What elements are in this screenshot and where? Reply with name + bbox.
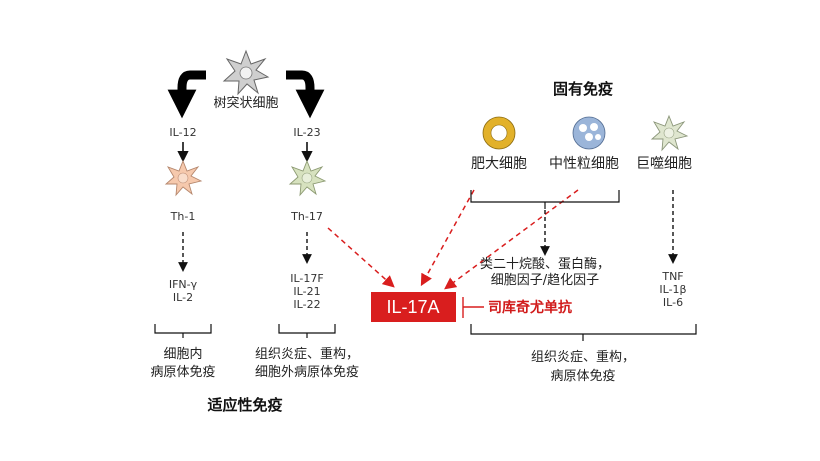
innate-cells-bracket xyxy=(470,190,620,209)
th17-effect-line2: 细胞外病原体免疫 xyxy=(255,364,359,380)
th17-output-il17f: IL-17F xyxy=(290,272,323,285)
innate-effect-line2: 病原体免疫 xyxy=(550,368,615,384)
il17a-label: IL-17A xyxy=(386,297,439,317)
th1-effect-line1: 细胞内 xyxy=(163,346,202,362)
drug-name: 司库奇尤单抗 xyxy=(488,299,572,316)
th1-output-ifn: IFN-γ xyxy=(169,278,198,291)
mast-cell-label: 肥大细胞 xyxy=(471,156,527,172)
neutrophil-icon xyxy=(572,116,606,150)
il12-label: IL-12 xyxy=(169,126,196,139)
il17a-box xyxy=(371,292,456,322)
dendritic-cell-icon xyxy=(222,49,270,96)
il23-label: IL-23 xyxy=(293,126,320,139)
macrophage-output-tnf: TNF xyxy=(661,270,683,283)
innate-effect-line1: 组织炎症、重构， xyxy=(531,349,635,365)
mediator-line1: 类二十烷酸、蛋白酶， xyxy=(480,256,610,272)
th17-cell-icon xyxy=(288,159,327,197)
th17-bracket xyxy=(278,324,336,338)
th17-label: Th-17 xyxy=(290,210,323,223)
neutrophil-to-il17a-arrow xyxy=(444,189,579,290)
mast-to-il17a-arrow xyxy=(420,189,475,287)
macrophage-icon xyxy=(650,114,689,152)
left-big-arrow xyxy=(167,70,206,119)
macrophage-output-il6: IL-6 xyxy=(663,296,683,309)
th17-effect-line1: 组织炎症、重构， xyxy=(255,346,359,362)
innate-immunity-title: 固有免疫 xyxy=(553,80,613,98)
th1-bracket xyxy=(154,324,212,338)
th17-to-il17a-arrow xyxy=(327,227,395,288)
right-big-arrow xyxy=(286,70,325,119)
dendritic-cell-label: 树突状细胞 xyxy=(213,95,278,111)
neutrophil-label: 中性粒细胞 xyxy=(549,156,619,172)
th17-output-il22: IL-22 xyxy=(293,298,320,311)
macrophage-output-il1b: IL-1β xyxy=(659,283,686,296)
mediator-line2: 细胞因子/趋化因子 xyxy=(491,273,599,288)
th1-output-il2: IL-2 xyxy=(173,291,193,304)
innate-effect-bracket xyxy=(470,324,697,341)
th1-effect-line2: 病原体免疫 xyxy=(150,364,215,380)
th1-cell-icon xyxy=(164,159,203,197)
adaptive-immunity-title: 适应性免疫 xyxy=(207,396,282,414)
th17-output-il21: IL-21 xyxy=(293,285,320,298)
mast-cell-icon xyxy=(482,116,516,150)
macrophage-label: 巨噬细胞 xyxy=(636,156,692,172)
th1-label: Th-1 xyxy=(170,210,196,223)
